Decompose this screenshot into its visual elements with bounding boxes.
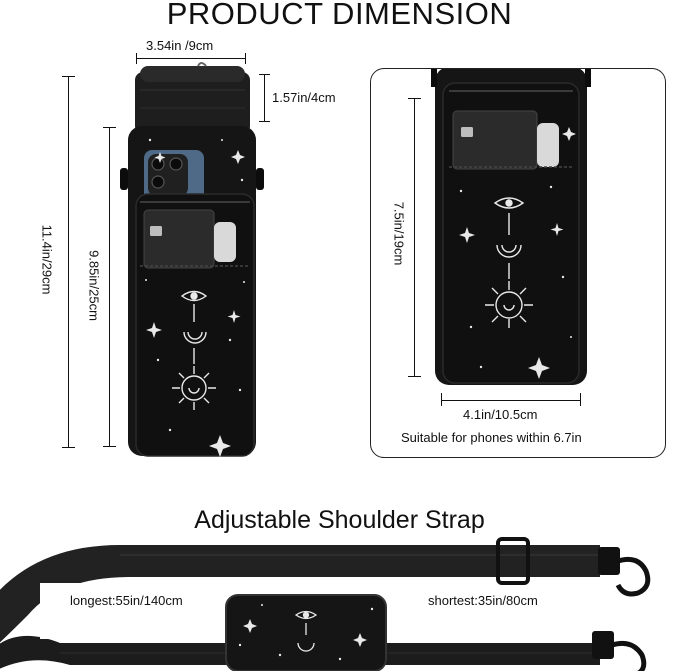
strap-shortest-label: shortest:35in/80cm (428, 593, 538, 608)
top-height-tick-top (259, 74, 270, 76)
phone-size-note: Suitable for phones within 6.7in (401, 430, 582, 445)
body-height-label: 9.85in/25cm (86, 250, 102, 321)
pocket-width-tick-left (441, 393, 443, 406)
top-height-tick-bottom (259, 121, 270, 123)
pocket-height-label: 7.5in/19cm (391, 201, 407, 266)
width-tick-right (245, 53, 247, 64)
page-title: PRODUCT DIMENSION (166, 0, 513, 31)
strap-title: Adjustable Shoulder Strap (194, 506, 485, 534)
body-height-line (109, 127, 111, 447)
pocket-height-tick-bottom (408, 376, 421, 378)
width-label: 3.54in /9cm (146, 38, 214, 53)
pocket-width-line (441, 400, 581, 402)
bottle-bag-image (120, 62, 264, 457)
width-tick-left (136, 53, 138, 64)
strap-longest-label: longest:55in/140cm (70, 593, 183, 608)
shoulder-strap-image (0, 537, 651, 671)
pocket-width-label: 4.1in/10.5cm (463, 407, 538, 422)
pocket-closeup-image (431, 69, 591, 385)
total-height-tick-bottom (62, 447, 75, 449)
width-dimension-line (136, 58, 246, 60)
total-height-label: 11.4in/29cm (39, 224, 55, 295)
pocket-width-tick-right (580, 393, 582, 406)
total-height-tick-top (62, 76, 75, 78)
top-height-line (264, 74, 266, 122)
body-height-tick-bottom (103, 446, 116, 448)
pocket-height-line (414, 98, 416, 377)
top-height-label: 1.57in/4cm (272, 90, 336, 105)
total-height-line (68, 76, 70, 448)
pocket-detail-panel (370, 68, 666, 458)
body-height-tick-top (103, 127, 116, 129)
pocket-height-tick-top (408, 98, 421, 100)
